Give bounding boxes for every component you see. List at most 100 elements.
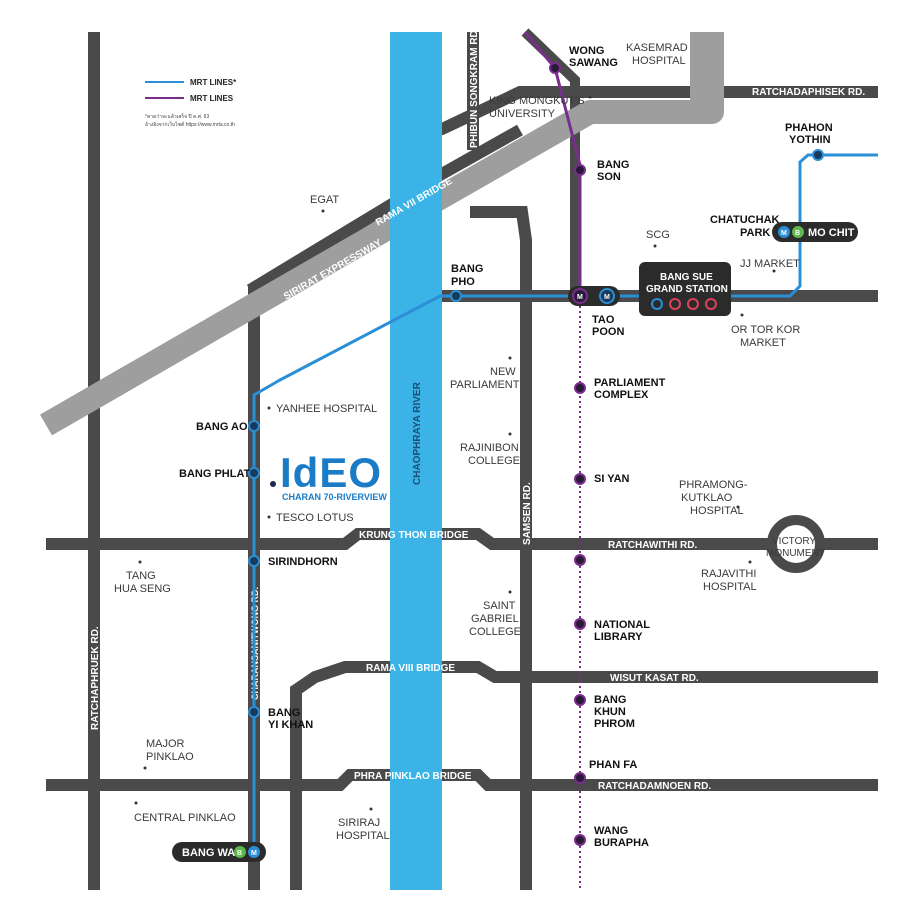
tao-poon-purple-icon	[572, 288, 588, 304]
ratchadamnoen-label: RATCHADAMNOEN RD.	[598, 781, 711, 792]
egat-label: EGAT	[310, 194, 339, 206]
station-dot-si-yan[interactable]	[574, 473, 586, 485]
victory-label-1: VICTORY	[772, 536, 816, 547]
ratchadaphisek-road	[437, 86, 878, 136]
bang-phlat-label: BANG PHLAT	[179, 468, 251, 480]
bang-sue-label-2: GRAND STATION	[646, 284, 728, 295]
bang-yi-khan-label-1: BANG	[268, 707, 300, 719]
purple-line-upper	[523, 31, 582, 296]
station-dot-bang-khun-phrom[interactable]	[574, 694, 586, 706]
new-parliament-label-1: NEW	[490, 366, 516, 378]
phra-pinklao-label: PHRA PINKLAO BRIDGE	[354, 771, 472, 782]
chatuchak-label-2: PARK	[740, 227, 770, 239]
bang-son-label-2: SON	[597, 171, 621, 183]
bang-sue-red-icon-1	[669, 298, 681, 310]
victory-label-2: MONUMENT	[766, 548, 825, 559]
kasemrad-label-2: HOSPITAL	[632, 55, 686, 67]
station-dot-wong-sawang[interactable]	[549, 62, 561, 74]
phibun-songkram-label: PHIBUN SONGKRAM RD.	[469, 27, 480, 148]
station-dot-sirindhorn[interactable]	[248, 555, 260, 567]
expressway-end	[690, 32, 712, 120]
major-label-1: MAJOR	[146, 738, 185, 750]
bang-wa-metro-icon	[248, 846, 260, 858]
station-dot-bang-pho[interactable]	[450, 290, 462, 302]
wang-burapha-label-1: WANG	[594, 825, 628, 837]
parliament-label-2: COMPLEX	[594, 389, 649, 401]
rajinibon-label-2: COLLEGE	[468, 455, 520, 467]
river-label: CHAOPHRAYA RIVER	[412, 381, 423, 485]
rajinibon-label-1: RAJINIBON	[460, 442, 519, 454]
samsen-road	[470, 206, 532, 890]
bang-pho-label-2: PHO	[451, 276, 475, 288]
tao-poon-label-2: POON	[592, 326, 624, 338]
legend-purple-label: MRT LINES	[190, 94, 234, 103]
siriraj-label-1: SIRIRAJ	[338, 817, 380, 829]
ratchadaphisek-label: RATCHADAPHISEK RD.	[752, 87, 865, 98]
phramong-label-3: HOSPITAL	[690, 505, 744, 517]
ideo-logo: IdEO	[280, 449, 382, 496]
station-dot-parliament[interactable]	[574, 382, 586, 394]
station-dot-wang-burapha[interactable]	[574, 834, 586, 846]
bang-wa-label: BANG WA	[182, 847, 235, 859]
wisut-kasat-label: WISUT KASAT RD.	[610, 673, 699, 684]
phan-fa-label: PHAN FA	[589, 759, 637, 771]
wong-sawang-label-1: WONG	[569, 45, 604, 57]
bang-sue-red-icon-3	[705, 298, 717, 310]
bang-sue-station-badge[interactable]: BANG SUE GRAND STATION	[639, 262, 731, 316]
sirindhorn-label: SIRINDHORN	[268, 556, 338, 568]
station-dots	[248, 62, 824, 846]
rama8-road	[290, 661, 878, 890]
bang-wa-bts-b: B	[237, 850, 242, 857]
station-dot-bang-phlat[interactable]	[248, 467, 260, 479]
phahon-yothin-label-1: PHAHON	[785, 122, 833, 134]
mo-chit-metro-m: M	[781, 230, 787, 237]
ratchaphruek-label: RATCHAPHRUEK RD.	[90, 626, 101, 730]
station-dot-national-library[interactable]	[574, 618, 586, 630]
station-dot-bang-ao[interactable]	[248, 420, 260, 432]
wang-burapha-label-2: BURAPHA	[594, 837, 649, 849]
bang-khun-phrom-label-3: PHROM	[594, 718, 635, 730]
mo-chit-label: MO CHIT	[808, 227, 855, 239]
chatuchak-label-1: CHATUCHAK	[710, 214, 780, 226]
national-library-label-2: LIBRARY	[594, 631, 643, 643]
scg-label: SCG	[646, 229, 670, 241]
legend-note-1: *คาดว่าจะแล้วเสร็จ ปี ค.ศ. 63	[145, 112, 209, 120]
station-dot-bang-son[interactable]	[574, 164, 586, 176]
national-library-label-1: NATIONAL	[594, 619, 650, 631]
tao-poon-blue-icon	[599, 288, 615, 304]
samsen-label: SAMSEN RD.	[522, 482, 533, 545]
bang-wa-badge[interactable]: BANG WA B M	[172, 842, 266, 862]
saint-gabriel-label-2: GABRIEL	[471, 613, 519, 625]
bang-yi-khan-label-2: YI KHAN	[268, 719, 313, 731]
station-dot-phahon-yothin[interactable]	[812, 149, 824, 161]
legend-blue-label: MRT LINES*	[190, 78, 237, 87]
rajavithi-label-2: HOSPITAL	[703, 581, 757, 593]
kmutnb-label-2: UNIVERSITY	[489, 108, 556, 120]
tao-poon-interchange[interactable]: M M	[568, 286, 620, 306]
tao-poon-label-1: TAO	[592, 314, 615, 326]
or-tor-kor-label-1: OR TOR KOR	[731, 324, 800, 336]
mo-chit-bts-icon	[792, 226, 804, 238]
mo-chit-metro-icon	[778, 226, 790, 238]
bang-sue-label-1: BANG SUE	[660, 272, 713, 283]
saint-gabriel-label-3: COLLEGE	[469, 626, 521, 638]
project-marker[interactable]: IdEO CHARAN 70-RIVERVIEW	[270, 449, 387, 502]
ideo-subtitle: CHARAN 70-RIVERVIEW	[282, 492, 387, 502]
bang-khun-phrom-label-1: BANG	[594, 694, 626, 706]
or-tor-kor-label-2: MARKET	[740, 337, 786, 349]
rama8-label: RAMA VIII BRIDGE	[366, 663, 455, 674]
yanhee-label: YANHEE HOSPITAL	[276, 403, 377, 415]
wong-sawang-label-2: SAWANG	[569, 57, 618, 69]
mo-chit-badge[interactable]: M B MO CHIT	[772, 222, 858, 242]
tao-poon-blue-m: M	[604, 294, 610, 301]
siriraj-label-2: HOSPITAL	[336, 830, 390, 842]
si-yan-label: SI YAN	[594, 473, 630, 485]
ratchawithi-label: RATCHAWITHI RD.	[608, 540, 697, 551]
place-dots	[134, 95, 776, 811]
parliament-label-1: PARLIAMENT	[594, 377, 666, 389]
station-dot-phan-fa[interactable]	[574, 772, 586, 784]
tang-hua-label-2: HUA SENG	[114, 583, 171, 595]
station-dot-ratchawithi[interactable]	[574, 554, 586, 566]
station-dot-bang-yi-khan[interactable]	[248, 706, 260, 718]
